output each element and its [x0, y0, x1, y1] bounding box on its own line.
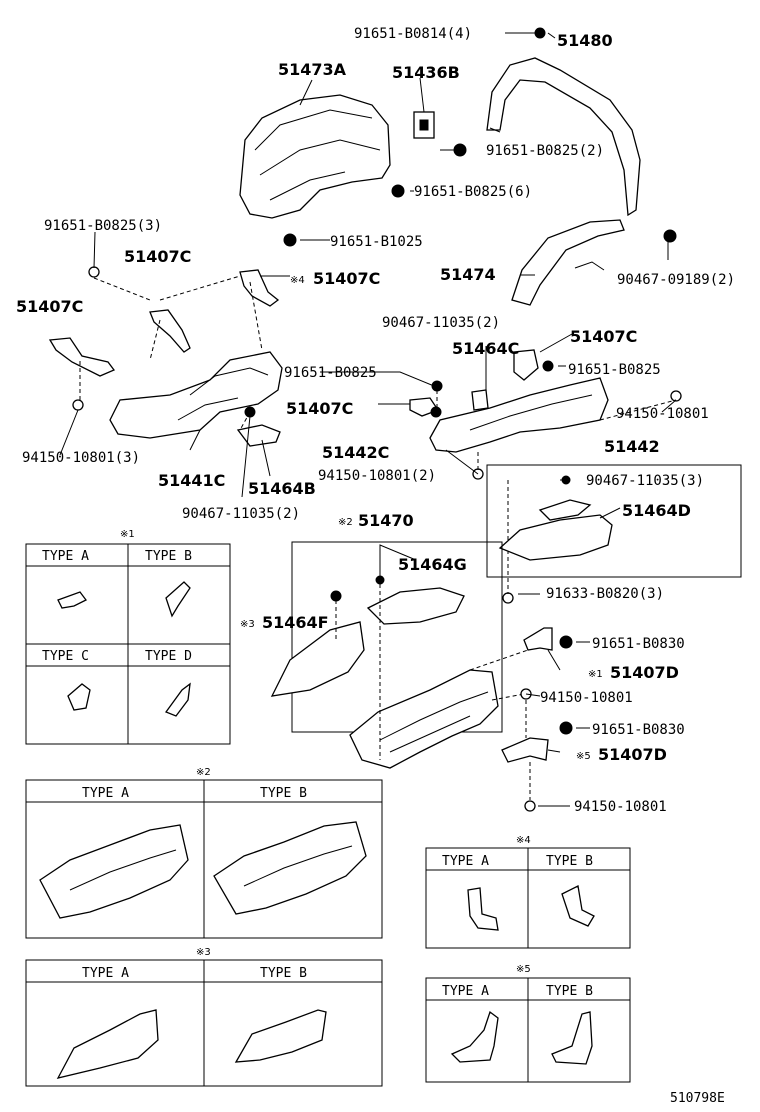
partnum: 94150-10801(3) [22, 450, 140, 466]
part-51442 [429, 377, 609, 453]
type-label: TYPE C [42, 649, 89, 664]
partnum: 94150-10801(2) [318, 468, 436, 484]
callout-51473A: 51473A [278, 60, 347, 79]
partnum: 90467-11035(2) [382, 315, 500, 331]
mark-5: ※5 [576, 751, 591, 762]
part-51464G [366, 587, 465, 625]
type-label: TYPE B [260, 786, 307, 801]
partnum: 91651-B0825(3) [44, 218, 162, 234]
type-label: TYPE B [546, 984, 593, 999]
callout-51407D: 51407D [598, 745, 667, 764]
partnum: 90467-11035(3) [586, 473, 704, 489]
type-table-3: TYPE A TYPE B [25, 959, 383, 1087]
callout-51464B: 51464B [248, 479, 316, 498]
callout-51464D: 51464D [622, 501, 691, 520]
type-table-1: TYPE A TYPE B TYPE C TYPE D [25, 543, 231, 745]
table-mark-2: ※2 [196, 767, 211, 778]
callout-51474: 51474 [440, 265, 496, 284]
callout-51464C: 51464C [452, 339, 519, 358]
callout-51442: 51442 [604, 437, 660, 456]
part-51441C [109, 351, 283, 439]
partnum: 91651-B0830 [592, 722, 685, 738]
partnum: 91651-B0825(2) [486, 143, 604, 159]
mark-4: ※4 [290, 275, 305, 286]
callout-51480: 51480 [557, 31, 613, 50]
type-label: TYPE B [260, 966, 307, 981]
partnum: 91651-B0825 [568, 362, 661, 378]
callout-51441C: 51441C [158, 471, 225, 490]
callout-51407C: 51407C [570, 327, 637, 346]
type-label: TYPE A [442, 854, 489, 869]
callout-51407C: 51407C [286, 399, 353, 418]
type-label: TYPE B [145, 549, 192, 564]
bolt-icon [520, 635, 573, 812]
partnum: 91651-B0825(6) [414, 184, 532, 200]
type-table-4: TYPE A TYPE B [425, 847, 631, 949]
part-51470-tray [349, 669, 499, 769]
type-label: TYPE A [82, 966, 129, 981]
partnum: 94150-10801 [540, 690, 633, 706]
part-51480 [486, 57, 641, 217]
callout-51470: 51470 [358, 511, 414, 530]
partnum: 94150-10801 [574, 799, 667, 815]
part-51464B [236, 424, 281, 447]
type-table-2: TYPE A TYPE B [25, 779, 383, 939]
nut-icon [330, 590, 342, 602]
part-51436B [413, 111, 435, 139]
part-51473A [239, 94, 391, 219]
part-51464F [270, 621, 365, 697]
type-label: TYPE A [442, 984, 489, 999]
type-table-5: TYPE A TYPE B [425, 977, 631, 1083]
callout-51407D: 51407D [610, 663, 679, 682]
partnum: 91651-B0825 [284, 365, 377, 381]
callout-51436B: 51436B [392, 63, 460, 82]
type-label: TYPE A [42, 549, 89, 564]
callout-51464G: 51464G [398, 555, 467, 574]
table-mark-1: ※1 [120, 529, 135, 540]
partnum: 94150-10801 [616, 406, 709, 422]
mark-3: ※3 [240, 619, 255, 630]
table-mark-4: ※4 [516, 835, 531, 846]
type-label: TYPE A [82, 786, 129, 801]
callout-51442C: 51442C [322, 443, 389, 462]
part-51464D [498, 499, 613, 561]
partnum: 91651-B1025 [330, 234, 423, 250]
table-mark-3: ※3 [196, 947, 211, 958]
partnum: 91651-B0814(4) [354, 26, 472, 42]
nut-icon [72, 399, 84, 411]
callout-51464F: 51464F [262, 613, 329, 632]
callout-51407C: 51407C [313, 269, 380, 288]
diagram-code: 510798E [670, 1091, 725, 1106]
type-label: TYPE D [145, 649, 192, 664]
partnum: 91633-B0820(3) [546, 586, 664, 602]
partnum: 90467-09189(2) [617, 272, 735, 288]
part-51474 [511, 219, 625, 306]
part-51407D-lower [501, 737, 549, 763]
mark-1: ※1 [588, 669, 603, 680]
partnum: 90467-11035(2) [182, 506, 300, 522]
group-box-51464D [486, 464, 742, 578]
partnum: 91651-B0830 [592, 636, 685, 652]
callout-51407C: 51407C [16, 297, 83, 316]
type-label: TYPE B [546, 854, 593, 869]
part-51407D-upper [523, 627, 553, 651]
callout-51407C: 51407C [124, 247, 191, 266]
table-mark-5: ※5 [516, 964, 531, 975]
mark-2: ※2 [338, 517, 353, 528]
